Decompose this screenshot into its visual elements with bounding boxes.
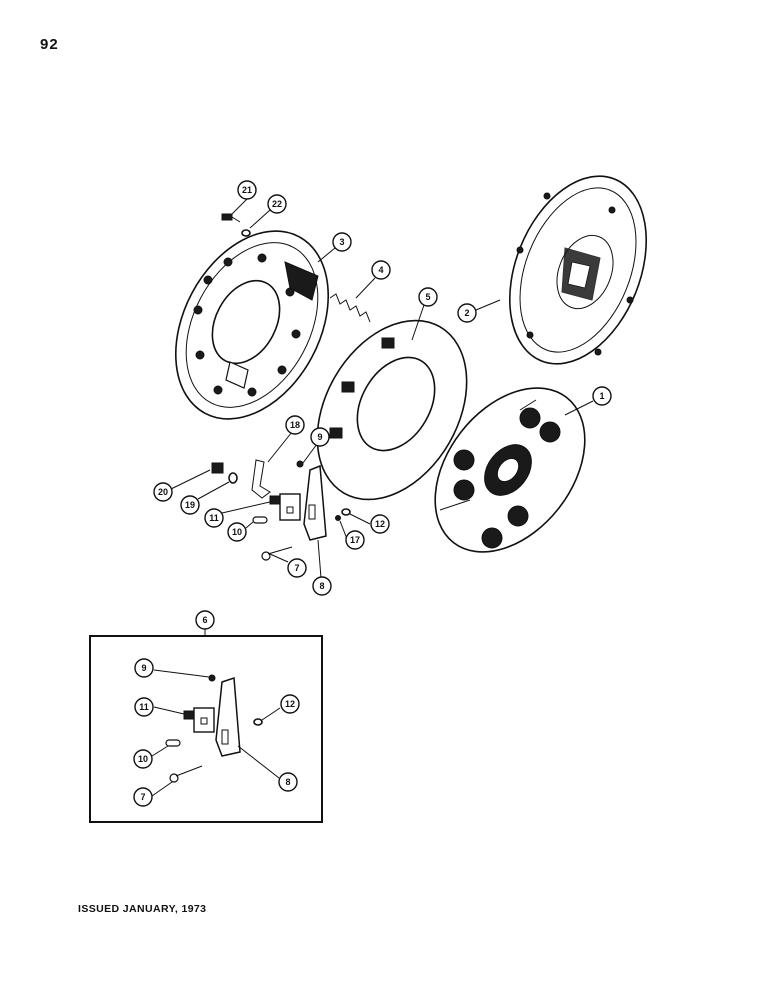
callout-21: 21 xyxy=(237,180,257,200)
svg-text:8: 8 xyxy=(285,777,290,787)
svg-text:20: 20 xyxy=(158,487,168,497)
kit-callout-9: 9 xyxy=(134,658,154,678)
svg-text:3: 3 xyxy=(339,237,344,247)
svg-text:12: 12 xyxy=(285,699,295,709)
leader-lines xyxy=(170,198,594,579)
svg-text:10: 10 xyxy=(232,527,242,537)
kit-callout-10: 10 xyxy=(133,749,153,769)
svg-text:11: 11 xyxy=(209,513,219,523)
callout-17: 17 xyxy=(345,530,365,550)
page-number: 92 xyxy=(40,36,59,53)
pin-part-7 xyxy=(261,546,293,561)
kit-callout-6: 6 xyxy=(195,610,215,630)
pressure-housing-part-3 xyxy=(174,230,330,420)
callout-12: 12 xyxy=(370,514,390,534)
driven-disc-part-1 xyxy=(434,387,586,553)
svg-text:10: 10 xyxy=(138,754,148,764)
kit-eyebolt-11 xyxy=(153,706,215,733)
spring-clip-part-18 xyxy=(251,459,271,499)
callout-11: 11 xyxy=(204,508,224,528)
washer-part-12 xyxy=(341,508,351,516)
svg-text:8: 8 xyxy=(319,581,324,591)
callout-9: 9 xyxy=(310,427,330,447)
callout-19: 19 xyxy=(180,495,200,515)
service-kit-box-part-6 xyxy=(89,629,323,823)
svg-text:7: 7 xyxy=(294,563,299,573)
callout-10: 10 xyxy=(227,522,247,542)
washer-part-17 xyxy=(335,515,341,521)
callout-7: 7 xyxy=(287,558,307,578)
clutch-cover-part-2 xyxy=(508,175,648,365)
svg-text:2: 2 xyxy=(464,308,469,318)
svg-text:12: 12 xyxy=(375,519,385,529)
kit-callout-12: 12 xyxy=(280,694,300,714)
nut-part-20 xyxy=(211,462,224,474)
kit-washer-12 xyxy=(253,707,281,726)
callout-18: 18 xyxy=(285,415,305,435)
callout-1: 1 xyxy=(592,386,612,406)
bolt-part-21 xyxy=(221,213,241,223)
svg-text:22: 22 xyxy=(272,199,282,209)
svg-text:18: 18 xyxy=(290,420,300,430)
washer-part-22 xyxy=(241,229,251,237)
kit-lever-8 xyxy=(215,676,280,779)
svg-text:17: 17 xyxy=(350,535,360,545)
callout-3: 3 xyxy=(332,232,352,252)
svg-text:1: 1 xyxy=(599,391,604,401)
pin-part-10 xyxy=(252,516,268,524)
callout-2: 2 xyxy=(457,303,477,323)
issued-date-footer: ISSUED JANUARY, 1973 xyxy=(78,903,207,915)
svg-text:19: 19 xyxy=(185,500,195,510)
callout-5: 5 xyxy=(418,287,438,307)
callout-22: 22 xyxy=(267,194,287,214)
lever-part-8 xyxy=(303,464,327,541)
eyebolt-part-11 xyxy=(269,493,301,521)
kit-pin-7 xyxy=(151,765,203,797)
kit-callout-8: 8 xyxy=(278,772,298,792)
svg-text:5: 5 xyxy=(425,292,430,302)
washer-part-19 xyxy=(228,472,238,484)
svg-text:9: 9 xyxy=(141,663,146,673)
svg-text:6: 6 xyxy=(202,615,207,625)
callout-4: 4 xyxy=(371,260,391,280)
kit-screw-9 xyxy=(153,669,216,682)
svg-text:7: 7 xyxy=(140,792,145,802)
svg-text:4: 4 xyxy=(378,265,383,275)
svg-text:9: 9 xyxy=(317,432,322,442)
callout-20: 20 xyxy=(153,482,173,502)
screw-part-9 xyxy=(296,460,304,468)
kit-callout-11: 11 xyxy=(134,697,154,717)
kit-pin-10 xyxy=(151,739,181,757)
svg-text:11: 11 xyxy=(139,702,149,712)
pressure-plate-part-5 xyxy=(316,319,468,501)
callout-8: 8 xyxy=(312,576,332,596)
kit-callout-7: 7 xyxy=(133,787,153,807)
spring-part-4 xyxy=(329,293,371,323)
svg-text:21: 21 xyxy=(242,185,252,195)
